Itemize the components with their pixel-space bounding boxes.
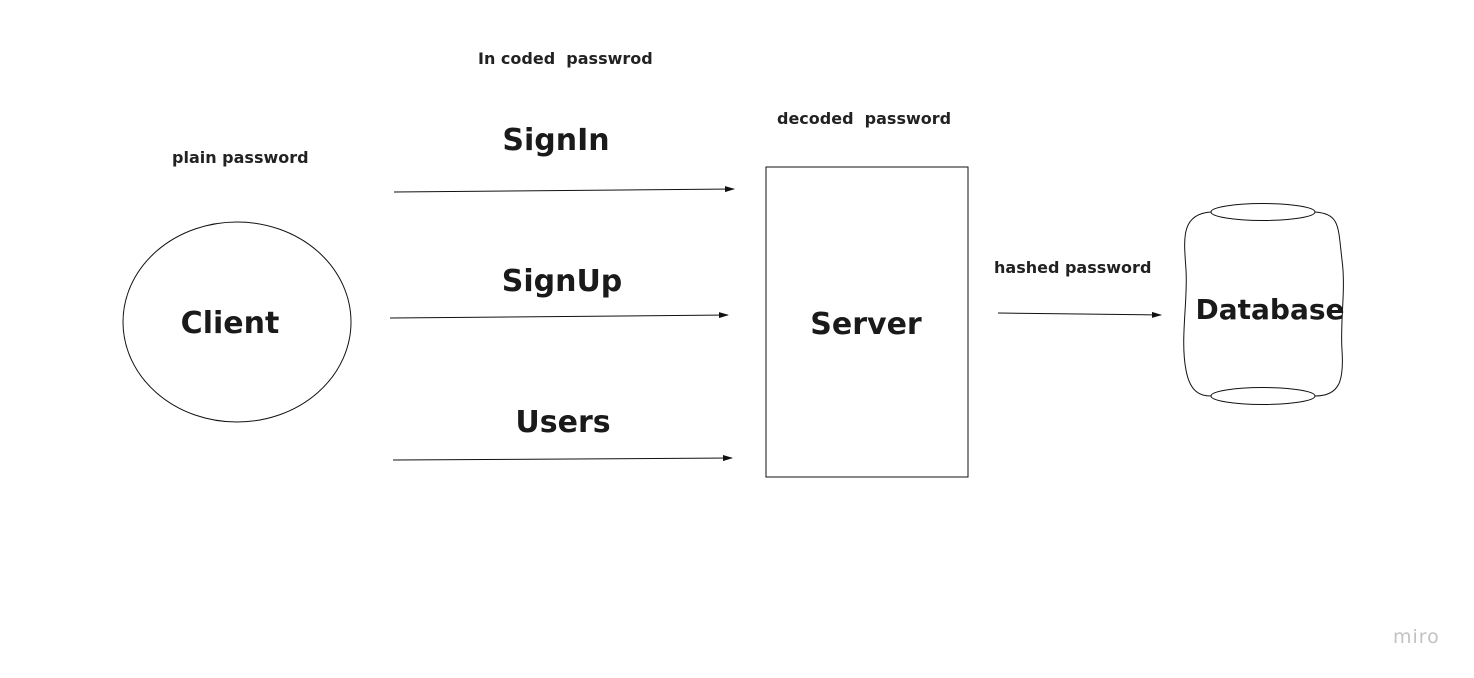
server-box (765, 166, 969, 478)
server-node[interactable]: Server (765, 166, 969, 478)
database-node[interactable]: Database (1183, 203, 1345, 405)
client-label: Client (181, 306, 280, 341)
database-top-cap (1210, 203, 1316, 221)
server-to-database-arrow[interactable] (997, 311, 1162, 318)
plain-password-label: plain password (172, 148, 309, 167)
route-label-signin: SignIn (502, 123, 609, 158)
hashed-password-label: hashed password (994, 258, 1151, 277)
signup-arrow[interactable] (389, 312, 729, 319)
server-label: Server (810, 307, 922, 342)
encoded-password-label: In coded passwrod (478, 49, 653, 68)
route-label-users: Users (515, 405, 610, 440)
signin-arrow[interactable] (393, 186, 735, 193)
users-arrow[interactable] (392, 455, 733, 462)
decoded-password-label: decoded password (777, 109, 951, 128)
client-ellipse (122, 221, 352, 423)
client-node[interactable]: Client (122, 221, 352, 423)
miro-watermark: miro (1393, 626, 1440, 648)
database-label: Database (1195, 293, 1344, 326)
route-label-signup: SignUp (502, 264, 623, 299)
database-bottom-cap (1210, 387, 1316, 405)
